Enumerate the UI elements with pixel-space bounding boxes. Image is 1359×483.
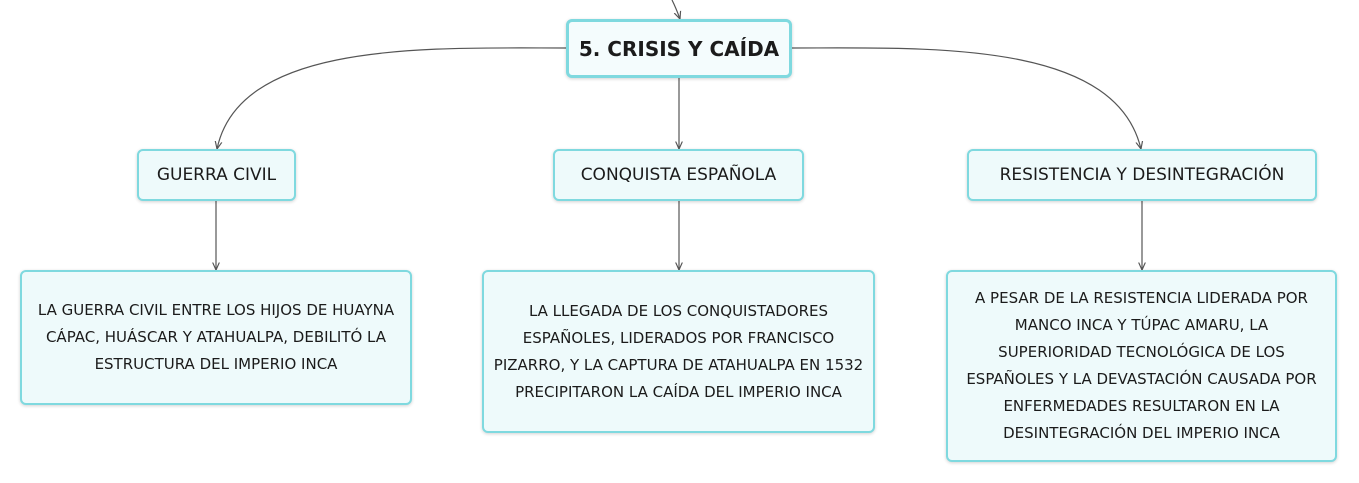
root-topic[interactable]: 5. CRISIS Y CAÍDA [566,19,792,78]
branch-topic-resistencia[interactable]: RESISTENCIA Y DESINTEGRACIÓN [967,149,1317,201]
detail-resistencia[interactable]: A PESAR DE LA RESISTENCIA LIDERADA POR M… [946,270,1337,462]
connector-incoming [671,0,680,19]
detail-guerra-civil[interactable]: LA GUERRA CIVIL ENTRE LOS HIJOS DE HUAYN… [20,270,412,405]
branch-topic-label: GUERRA CIVIL [156,165,277,185]
connector-root-resistencia [791,47,1141,149]
branch-topic-label: RESISTENCIA Y DESINTEGRACIÓN [999,165,1285,185]
detail-text: LA GUERRA CIVIL ENTRE LOS HIJOS DE HUAYN… [37,301,395,373]
branch-topic-label: CONQUISTA ESPAÑOLA [580,165,777,185]
detail-conquista-espanola[interactable]: LA LLEGADA DE LOS CONQUISTADORES ESPAÑOL… [482,270,875,433]
root-topic-label: 5. CRISIS Y CAÍDA [578,36,780,61]
detail-text: LA LLEGADA DE LOS CONQUISTADORES ESPAÑOL… [493,301,864,401]
connector-root-guerra-civil [217,47,567,149]
branch-topic-guerra-civil[interactable]: GUERRA CIVIL [137,149,296,201]
detail-text: A PESAR DE LA RESISTENCIA LIDERADA POR M… [966,289,1317,442]
branch-topic-conquista-espanola[interactable]: CONQUISTA ESPAÑOLA [553,149,804,201]
